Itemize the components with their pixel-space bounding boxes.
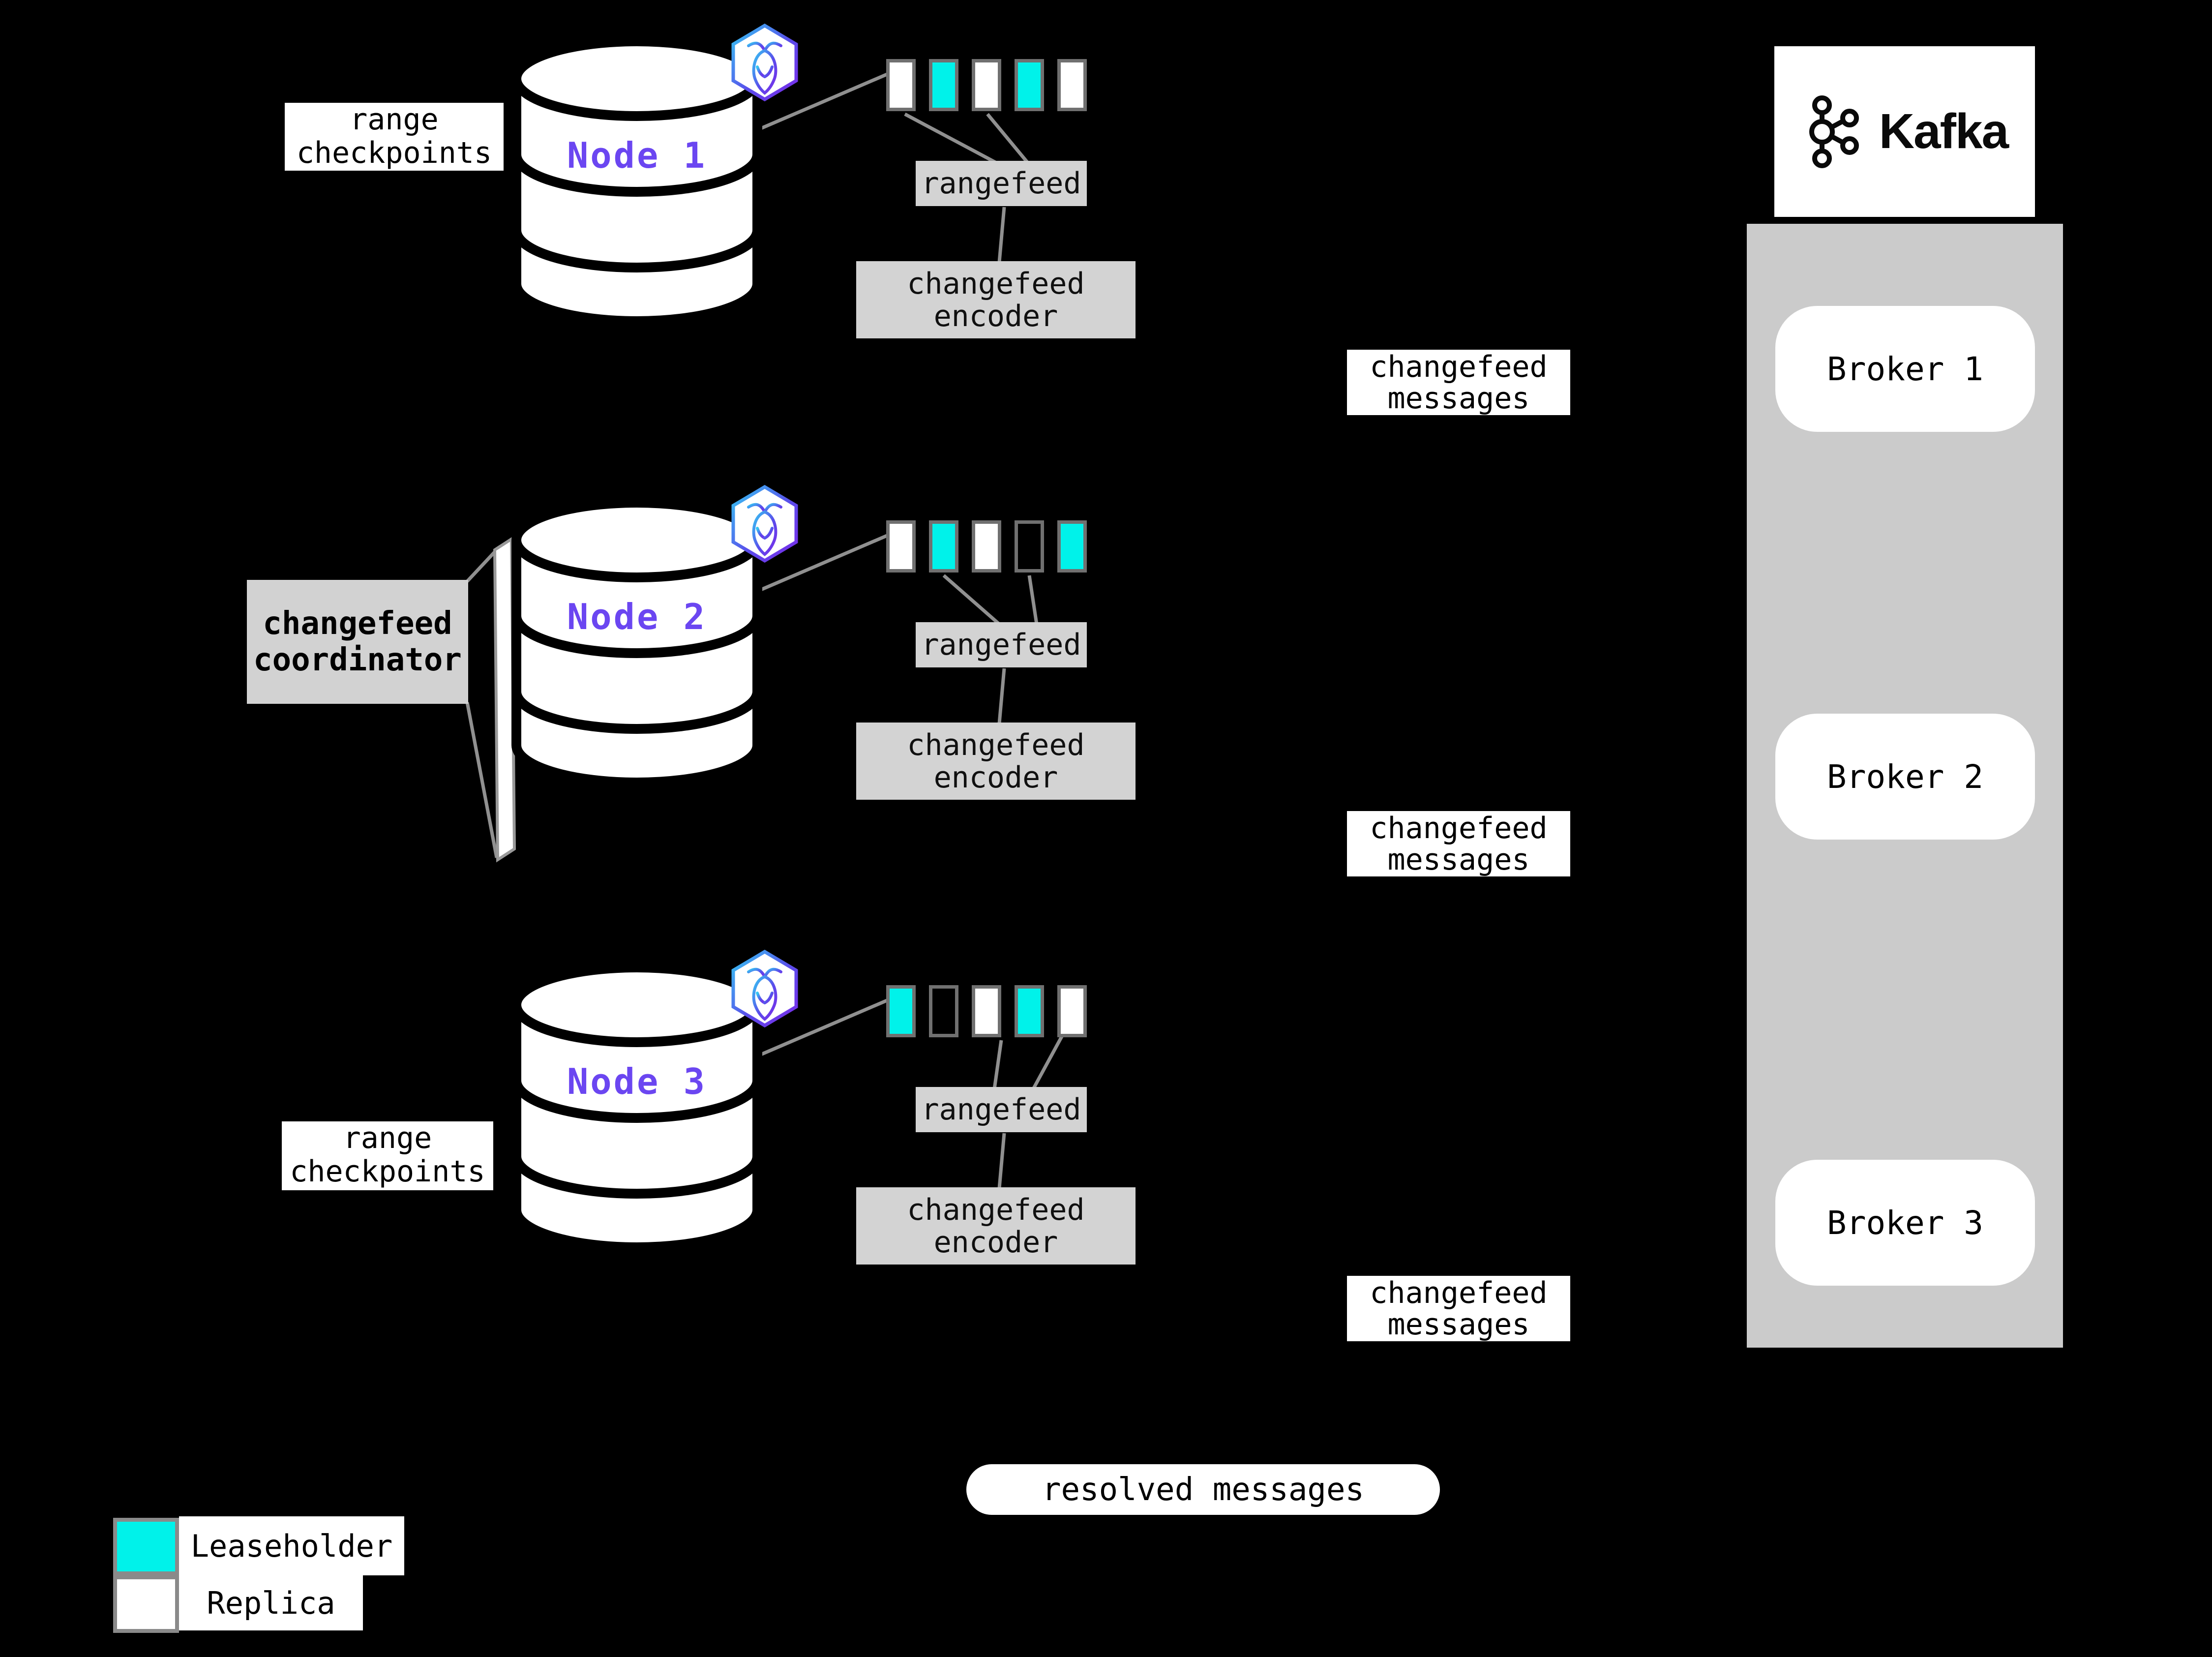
database-cylinder bbox=[511, 35, 762, 327]
range-square-outline bbox=[1015, 520, 1044, 572]
node-name: Node 1 bbox=[567, 135, 707, 176]
resolved-messages-label: resolved messages bbox=[966, 1464, 1440, 1515]
database-cylinder bbox=[511, 497, 762, 788]
node-name: Node 2 bbox=[567, 596, 707, 637]
range-checkpoints-label: range checkpoints bbox=[282, 1121, 493, 1190]
changefeed-messages-label: changefeed messages bbox=[1347, 350, 1570, 415]
kafka-icon bbox=[1809, 95, 1859, 168]
kafka-brand-label: Kafka bbox=[1879, 104, 2009, 159]
cylinder-shape bbox=[511, 36, 762, 326]
range-square-replica bbox=[1057, 59, 1087, 111]
range-square-replica bbox=[972, 520, 1001, 572]
changefeed-encoder-box: changefeed encoder bbox=[856, 1187, 1136, 1265]
range-square-outline bbox=[929, 985, 958, 1037]
cylinder-shape bbox=[511, 963, 762, 1252]
legend-leaseholder-swatch bbox=[113, 1518, 179, 1575]
range-checkpoints-label: range checkpoints bbox=[285, 103, 504, 171]
changefeed-messages-label: changefeed messages bbox=[1347, 1276, 1570, 1341]
connector-line bbox=[997, 207, 1006, 263]
range-square-leaseholder bbox=[929, 59, 958, 111]
connector-line bbox=[997, 668, 1006, 724]
connector-line bbox=[986, 113, 1029, 164]
connector-line bbox=[997, 1133, 1006, 1189]
node-name: Node 3 bbox=[567, 1061, 707, 1102]
connector-line bbox=[1031, 1033, 1065, 1091]
connector-line bbox=[942, 574, 1001, 626]
connector-line bbox=[904, 112, 997, 165]
cockroachdb-icon bbox=[729, 23, 801, 102]
range-square-replica bbox=[972, 59, 1001, 111]
changefeed-coordinator-box: changefeed coordinator bbox=[247, 580, 468, 704]
broker-box: Broker 3 bbox=[1775, 1160, 2035, 1286]
connector-line bbox=[992, 1040, 1003, 1089]
range-square-leaseholder bbox=[1015, 59, 1044, 111]
legend-leaseholder-label: Leaseholder bbox=[179, 1516, 404, 1575]
range-square-leaseholder bbox=[929, 520, 958, 572]
coordinator-callout-edge bbox=[465, 702, 499, 858]
legend-replica-swatch bbox=[113, 1575, 179, 1633]
rangefeed-box: rangefeed bbox=[916, 622, 1087, 667]
range-square-leaseholder bbox=[886, 985, 916, 1037]
rangefeed-box: rangefeed bbox=[916, 1087, 1087, 1132]
cylinder-shape bbox=[511, 498, 762, 787]
connector-line bbox=[1027, 575, 1039, 625]
changefeed-encoder-box: changefeed encoder bbox=[856, 261, 1136, 338]
cockroachdb-icon bbox=[729, 949, 801, 1028]
range-square-replica bbox=[886, 59, 916, 111]
kafka-cluster-container: Broker 1 Broker 2 Broker 3 bbox=[1747, 224, 2063, 1348]
database-cylinder bbox=[511, 962, 762, 1253]
range-square-replica bbox=[972, 985, 1001, 1037]
rangefeed-box: rangefeed bbox=[916, 161, 1087, 206]
changefeed-encoder-box: changefeed encoder bbox=[856, 723, 1136, 800]
coordinator-callout-edge bbox=[466, 549, 497, 583]
range-square-leaseholder bbox=[1057, 520, 1087, 572]
range-squares-row bbox=[886, 59, 1087, 111]
range-square-replica bbox=[886, 520, 916, 572]
broker-box: Broker 1 bbox=[1775, 306, 2035, 432]
cockroachdb-icon bbox=[729, 484, 801, 564]
range-squares-row bbox=[886, 520, 1087, 572]
range-square-replica bbox=[1057, 985, 1087, 1037]
broker-box: Broker 2 bbox=[1775, 714, 2035, 840]
changefeed-messages-label: changefeed messages bbox=[1347, 811, 1570, 876]
kafka-logo-box: Kafka bbox=[1774, 46, 2035, 217]
range-squares-row bbox=[886, 985, 1087, 1037]
range-square-leaseholder bbox=[1015, 985, 1044, 1037]
legend-replica-label: Replica bbox=[179, 1575, 363, 1630]
